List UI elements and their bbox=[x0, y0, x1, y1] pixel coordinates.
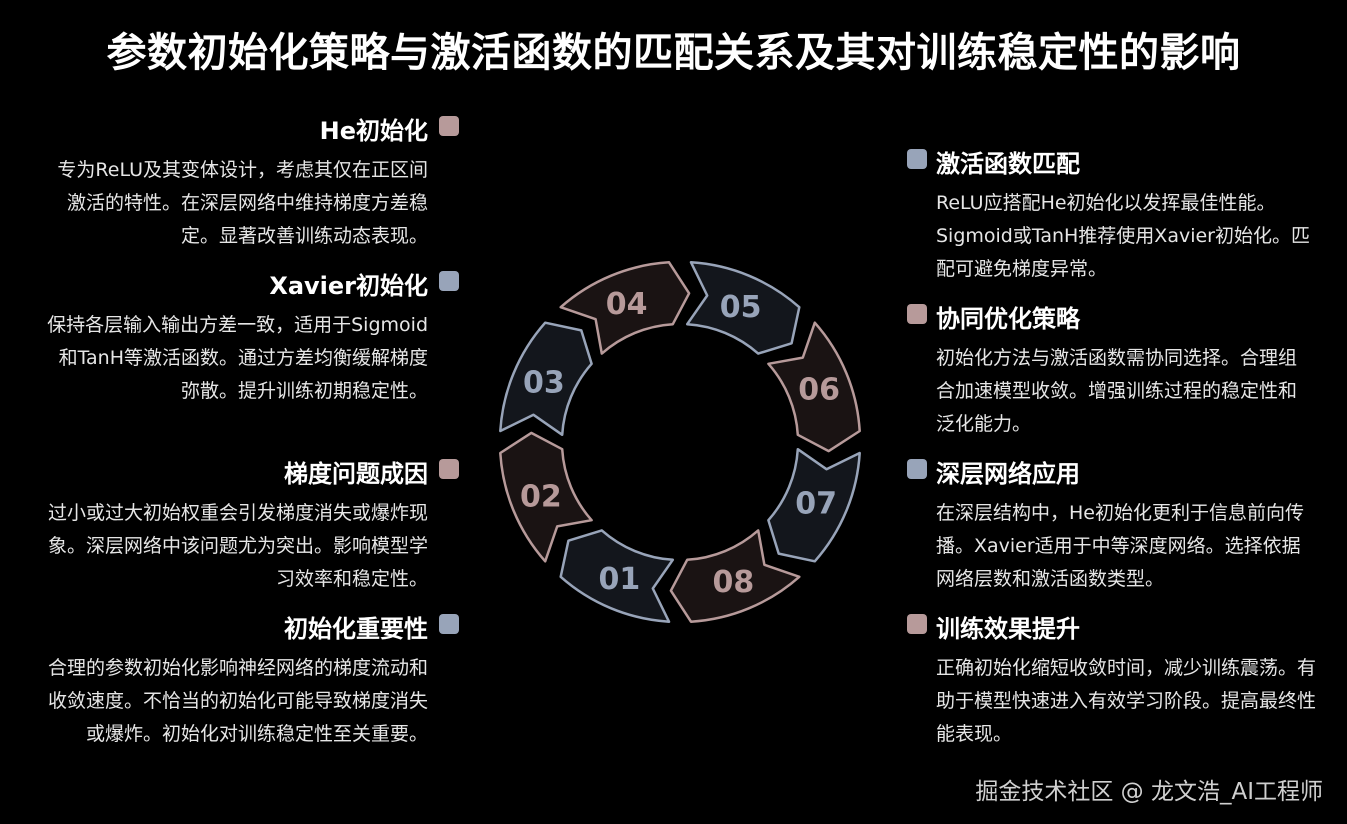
right-item-4-label: 训练效果提升 bbox=[936, 615, 1080, 643]
cycle-number-05: 05 bbox=[720, 290, 762, 325]
square-marker-icon bbox=[439, 116, 459, 136]
right-item-3: 深层网络应用 在深层结构中，He初始化更利于信息前向传播。Xavier适用于中等… bbox=[907, 457, 1306, 596]
right-item-4: 训练效果提升 正确初始化缩短收敛时间，减少训练震荡。有助于模型快速进入有效学习阶… bbox=[907, 612, 1317, 751]
square-marker-icon bbox=[439, 271, 459, 291]
square-marker-icon bbox=[907, 149, 927, 169]
right-item-2: 协同优化策略 初始化方法与激活函数需协同选择。合理组合加速模型收敛。增强训练过程… bbox=[907, 302, 1306, 441]
square-marker-icon bbox=[907, 304, 927, 324]
right-item-2-label: 协同优化策略 bbox=[936, 305, 1080, 333]
cycle-number-02: 02 bbox=[520, 479, 562, 514]
cycle-segment-07 bbox=[767, 447, 861, 563]
left-item-3-label: 梯度问题成因 bbox=[284, 460, 428, 488]
left-item-2-head: Xavier初始化 bbox=[40, 269, 459, 303]
left-item-1-label: He初始化 bbox=[319, 117, 428, 145]
left-item-4-head: 初始化重要性 bbox=[40, 612, 459, 646]
right-item-3-desc: 在深层结构中，He初始化更利于信息前向传播。Xavier适用于中等深度网络。选择… bbox=[936, 502, 1304, 590]
cycle-number-03: 03 bbox=[523, 365, 565, 400]
left-item-2-label: Xavier初始化 bbox=[269, 272, 428, 300]
square-marker-icon bbox=[907, 459, 927, 479]
cycle-segment-08 bbox=[669, 529, 801, 623]
cycle-number-01: 01 bbox=[599, 562, 641, 597]
right-item-3-label: 深层网络应用 bbox=[936, 460, 1080, 488]
cycle-segment-06 bbox=[767, 321, 861, 453]
cycle-number-04: 04 bbox=[606, 287, 648, 322]
right-item-4-desc: 正确初始化缩短收敛时间，减少训练震荡。有助于模型快速进入有效学习阶段。提高最终性… bbox=[936, 657, 1317, 745]
cycle-segment-05 bbox=[685, 261, 801, 355]
left-item-2-desc: 保持各层输入输出方差一致，适用于Sigmoid和TanH等激活函数。通过方差均衡… bbox=[47, 314, 428, 402]
cycle-number-08: 08 bbox=[713, 565, 755, 600]
page-title: 参数初始化策略与激活函数的匹配关系及其对训练稳定性的影响 bbox=[106, 30, 1241, 76]
cycle-segment-01 bbox=[559, 529, 675, 623]
right-item-1-label: 激活函数匹配 bbox=[936, 150, 1080, 178]
cycle-segment-02 bbox=[499, 431, 593, 563]
right-item-3-head: 深层网络应用 bbox=[907, 457, 1306, 491]
watermark: 掘金技术社区 @ 龙文浩_AI工程师 bbox=[975, 779, 1323, 805]
left-item-3-head: 梯度问题成因 bbox=[40, 457, 459, 491]
left-item-1-desc: 专为ReLU及其变体设计，考虑其仅在正区间激活的特性。在深层网络中维持梯度方差稳… bbox=[57, 159, 428, 247]
left-item-1-head: He初始化 bbox=[40, 114, 459, 148]
left-item-2: Xavier初始化 保持各层输入输出方差一致，适用于Sigmoid和TanH等激… bbox=[40, 269, 459, 408]
right-item-2-head: 协同优化策略 bbox=[907, 302, 1306, 336]
left-item-3-desc: 过小或过大初始权重会引发梯度消失或爆炸现象。深层网络中该问题尤为突出。影响模型学… bbox=[47, 502, 428, 590]
square-marker-icon bbox=[439, 614, 459, 634]
left-item-4-label: 初始化重要性 bbox=[284, 615, 428, 643]
left-item-4: 初始化重要性 合理的参数初始化影响神经网络的梯度流动和收敛速度。不恰当的初始化可… bbox=[40, 612, 459, 751]
cycle-segment-04 bbox=[559, 261, 691, 355]
left-item-1: He初始化 专为ReLU及其变体设计，考虑其仅在正区间激活的特性。在深层网络中维… bbox=[40, 114, 459, 253]
cycle-segment-03 bbox=[499, 321, 593, 437]
cycle-number-06: 06 bbox=[798, 373, 840, 408]
cycle-number-07: 07 bbox=[795, 487, 837, 522]
right-item-1-desc: ReLU应搭配He初始化以发挥最佳性能。Sigmoid或TanH推荐使用Xavi… bbox=[936, 192, 1310, 280]
right-item-1: 激活函数匹配 ReLU应搭配He初始化以发挥最佳性能。Sigmoid或TanH推… bbox=[907, 147, 1321, 286]
right-item-4-head: 训练效果提升 bbox=[907, 612, 1316, 646]
right-item-1-head: 激活函数匹配 bbox=[907, 147, 1321, 181]
left-item-4-desc: 合理的参数初始化影响神经网络的梯度流动和收敛速度。不恰当的初始化可能导致梯度消失… bbox=[47, 657, 428, 745]
square-marker-icon bbox=[439, 459, 459, 479]
right-item-2-desc: 初始化方法与激活函数需协同选择。合理组合加速模型收敛。增强训练过程的稳定性和泛化… bbox=[936, 347, 1298, 435]
square-marker-icon bbox=[907, 614, 927, 634]
left-item-3: 梯度问题成因 过小或过大初始权重会引发梯度消失或爆炸现象。深层网络中该问题尤为突… bbox=[40, 457, 459, 596]
